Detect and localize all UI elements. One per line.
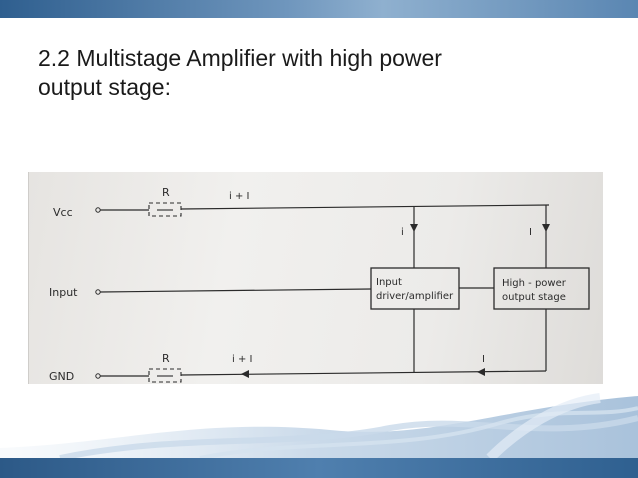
- driver-current-arrow: [410, 224, 418, 232]
- output-current-arrow: [542, 224, 550, 232]
- gnd-terminal: [95, 373, 101, 379]
- output-return-current-label: I: [482, 354, 485, 365]
- output-block-line-2: output stage: [502, 292, 566, 303]
- current-top-total-label: i + I: [229, 191, 249, 202]
- input-label: Input: [49, 286, 78, 299]
- driver-block-line-1: Input: [376, 277, 402, 288]
- gnd-label: GND: [49, 370, 74, 383]
- slide-title: 2.2 Multistage Amplifier with high power…: [38, 44, 598, 102]
- high-power-output-block: [493, 267, 590, 310]
- circuit-diagram-photo: Vcc Input GND R i + I i I Input driver/: [28, 172, 603, 384]
- resistor-top-label: R: [162, 186, 170, 199]
- gnd-total-current-arrow: [241, 370, 249, 378]
- vcc-rail: [100, 204, 550, 211]
- driver-block-line-2: driver/amplifier: [376, 291, 454, 302]
- driver-amplifier-block: [370, 267, 460, 310]
- slide-title-line-2: output stage:: [38, 74, 171, 100]
- resistor-bottom-label: R: [162, 352, 170, 365]
- input-wire: [99, 288, 372, 293]
- input-terminal: [95, 289, 101, 295]
- resistor-top: [148, 202, 182, 217]
- top-decorative-bar: [0, 0, 638, 18]
- vcc-label: Vcc: [53, 206, 73, 219]
- bottom-wave-decoration: [0, 393, 638, 458]
- slide-title-line-1: 2.2 Multistage Amplifier with high power: [38, 45, 442, 71]
- circuit-diagram: Vcc Input GND R i + I i I Input driver/: [49, 186, 590, 383]
- current-bottom-total-label: i + I: [232, 354, 252, 365]
- output-current-label: I: [529, 227, 532, 238]
- bottom-decorative-bar: [0, 458, 638, 478]
- output-return-current-arrow: [477, 368, 485, 376]
- output-block-line-1: High - power: [502, 278, 567, 289]
- resistor-bottom: [148, 368, 182, 383]
- driver-current-label: i: [401, 227, 404, 238]
- vcc-terminal: [95, 207, 101, 213]
